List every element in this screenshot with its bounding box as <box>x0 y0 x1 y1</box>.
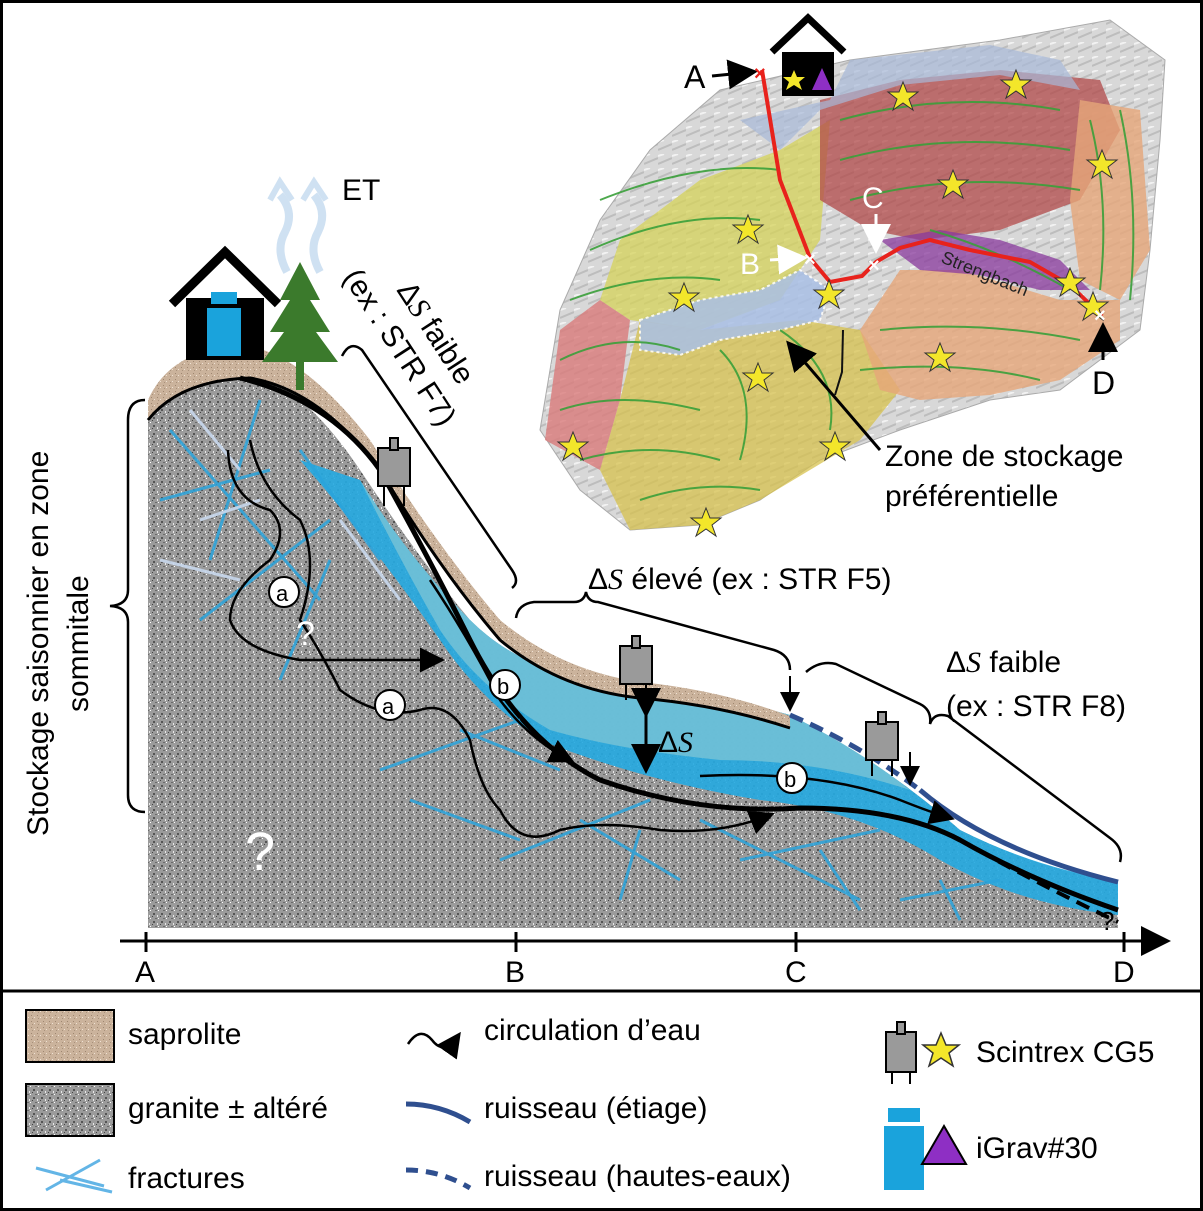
star-icon <box>556 430 590 462</box>
star-icon <box>783 70 805 90</box>
legend-granite-label: granite ± altéré <box>128 1092 328 1125</box>
ds-low-2-label-line1: ΔS faible <box>946 646 1061 679</box>
saturated-water-zone <box>300 460 1118 915</box>
map-observatory-house-icon <box>769 13 847 96</box>
storage-zone-label-line1: Zone de stockage <box>885 440 1124 473</box>
axis-tick-C: C <box>785 956 807 989</box>
map-zone-orange-east <box>1070 100 1150 300</box>
map-point-markers: A × B × C × D × <box>684 59 1118 401</box>
question-mark-2: ? <box>245 822 275 882</box>
map-point-A: A <box>684 59 706 95</box>
catchment-map: Strengbach A × <box>539 13 1166 538</box>
axis-tick-B: B <box>505 956 525 989</box>
legend-stream-high-label: ruisseau (hautes-eaux) <box>484 1160 791 1193</box>
star-icon <box>812 278 846 310</box>
svg-text:×: × <box>1094 305 1106 327</box>
legend-fractures-label: fractures <box>128 1162 245 1195</box>
legend-saprolite-swatch <box>25 1009 115 1063</box>
fractures <box>159 399 1001 921</box>
map-stream-segment <box>834 329 844 396</box>
triangle-icon <box>812 68 832 90</box>
axis-tick-marks <box>144 932 1126 952</box>
storage-zone-label-line2: préférentielle <box>885 480 1058 513</box>
map-zone-yellow <box>600 120 830 330</box>
star-icon <box>689 506 723 538</box>
star-icon <box>999 68 1033 100</box>
star-icon <box>731 213 765 245</box>
flow-markers: a a b b <box>268 576 808 794</box>
storage-zone-pointer <box>786 340 882 451</box>
fractures-faint <box>159 409 402 601</box>
svg-text:×: × <box>804 249 816 271</box>
star-icon <box>936 168 970 200</box>
marker-a-1: a <box>276 581 289 606</box>
star-icon <box>667 281 701 313</box>
evapotranspiration-arrows <box>267 176 329 274</box>
star-icon <box>1085 148 1119 180</box>
map-zone-red-north <box>820 70 1120 240</box>
summit-storage-label-line1: Stockage saisonnier en zone <box>22 451 55 836</box>
legend: saprolite granite ± altéré fractures cir… <box>25 1009 1154 1195</box>
map-scintrex-stars <box>556 68 1119 538</box>
axis-tick-D: D <box>1113 956 1135 989</box>
star-icon <box>923 341 957 373</box>
question-mark-1: ? <box>296 615 315 653</box>
star-icon <box>818 430 852 462</box>
star-icon <box>886 80 920 112</box>
ds-low-2-brace <box>805 661 1123 863</box>
map-point-B: B <box>740 248 760 281</box>
legend-stream-low-swatch <box>405 1101 472 1125</box>
legend-fractures-swatch <box>35 1158 113 1194</box>
ds-low-1-brace <box>340 344 518 589</box>
legend-igrav-gravimeter-icon <box>884 1108 924 1190</box>
legend-stream-low-label: ruisseau (étiage) <box>484 1092 707 1125</box>
marker-b-2: b <box>784 767 796 792</box>
map-zone-blue-north <box>740 45 1080 150</box>
legend-scintrex-label: Scintrex CG5 <box>976 1036 1154 1069</box>
legend-igrav-label: iGrav#30 <box>976 1132 1098 1165</box>
svg-text:×: × <box>868 255 880 277</box>
summit-storage-label-line2: sommitale <box>62 575 95 712</box>
ds-high-label: ΔS élevé (ex : STR F5) <box>588 563 891 596</box>
marker-b-1: b <box>497 674 509 699</box>
map-zone-red-west <box>545 300 630 470</box>
delta-s-label: ΔS <box>658 726 693 759</box>
preferential-storage-zone <box>639 268 832 357</box>
summit-observatory-house-icon <box>168 245 282 360</box>
star-icon <box>1076 290 1110 322</box>
star-icon <box>741 361 775 393</box>
legend-saprolite-label: saprolite <box>128 1018 241 1051</box>
map-contours <box>559 101 1135 501</box>
map-zone-yellow-south <box>600 320 900 530</box>
summit-storage-brace <box>109 398 146 814</box>
map-zone-purple <box>880 230 1090 290</box>
gravimeter-icon <box>619 635 653 700</box>
legend-scintrex-gravimeter-icon <box>885 1021 917 1084</box>
legend-triangle-icon <box>920 1124 968 1165</box>
axis-tick-A: A <box>135 956 155 989</box>
water-table-uncertain <box>959 838 1119 924</box>
cross-section: a a b b ? ? ? ΔS <box>22 174 1171 989</box>
marker-a-2: a <box>382 694 395 719</box>
et-label: ET <box>342 174 380 207</box>
legend-star-icon <box>920 1031 962 1068</box>
map-point-D: D <box>1092 365 1115 401</box>
legend-stream-high-swatch <box>405 1167 472 1191</box>
svg-text:×: × <box>754 63 766 85</box>
gravimeter-icon <box>865 711 899 776</box>
legend-water-flow-label: circulation d’eau <box>484 1014 701 1047</box>
ds-low-2-label-line2: (ex : STR F8) <box>946 690 1126 723</box>
tree-icon <box>262 262 338 390</box>
star-icon <box>1053 266 1087 298</box>
map-point-C: C <box>862 182 884 215</box>
legend-water-flow-swatch <box>406 1031 461 1060</box>
ds-high-brace <box>514 591 792 671</box>
question-mark-3: ? <box>1100 906 1114 936</box>
gravimeter-icon <box>377 437 411 506</box>
legend-granite-swatch <box>25 1083 115 1137</box>
